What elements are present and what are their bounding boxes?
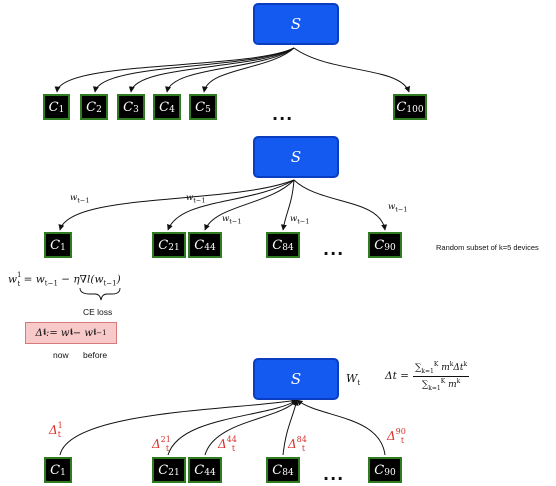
delta-label-c1: Δ1t <box>49 421 63 439</box>
edge2-s-c44 <box>204 179 295 231</box>
edge-s-c1 <box>54 47 295 93</box>
edge-s-c3 <box>128 47 295 93</box>
delta-label-c84: Δ84t <box>288 435 307 453</box>
edge2-s-c21 <box>167 179 295 231</box>
server-node-stage1: S <box>253 3 339 45</box>
weight-label-c21: wt−1 <box>186 193 206 205</box>
ellipsis-stage3: ... <box>323 465 345 484</box>
edge2-s-c84 <box>280 179 295 231</box>
edge2-s-c1 <box>58 179 295 231</box>
now-label: now <box>53 350 69 360</box>
ellipsis-stage2: ... <box>323 240 345 259</box>
edge3-c21-s <box>167 399 298 456</box>
edge3-c44-s <box>204 399 298 456</box>
server-node-stage2: S <box>253 136 339 178</box>
weight-label-c1: wt−1 <box>70 193 90 205</box>
edge-s-c2 <box>92 47 295 93</box>
server-label: S <box>290 15 302 33</box>
sgd-update-equation: w1t = wt−1 − η∇l(wt−1) <box>8 271 121 288</box>
edge3-c1-s <box>59 397 298 456</box>
delta-label-c21: Δ21t <box>152 435 171 453</box>
underbrace <box>79 287 121 301</box>
delta-label-c44: Δ44t <box>218 435 237 453</box>
before-label: before <box>83 350 108 360</box>
edge-s-c4 <box>165 47 295 93</box>
server-weight-label: Wt <box>346 372 361 388</box>
server-label: S <box>290 148 302 166</box>
aggregation-equation: Δt = ∑k=1K mkΔtk ∑k=1K mk <box>385 361 470 392</box>
weight-label-c90: wt−1 <box>388 202 408 214</box>
server-node-stage3: S <box>253 358 339 400</box>
edge2-s-c90 <box>293 179 388 231</box>
server-label: S <box>290 370 302 388</box>
ellipsis-stage1: ... <box>272 105 294 124</box>
edge-s-c100 <box>293 47 411 93</box>
delta-label-c90: Δ90t <box>387 427 406 445</box>
edge-s-c5 <box>201 47 295 93</box>
ce-loss-label: CE loss <box>83 307 113 317</box>
weight-label-c84: wt−1 <box>290 214 310 226</box>
edge3-c84-s <box>282 399 299 456</box>
subset-note: Random subset of k=5 devices <box>436 243 539 252</box>
edge3-c90-s <box>296 399 386 456</box>
weight-label-c44: wt−1 <box>222 214 242 226</box>
